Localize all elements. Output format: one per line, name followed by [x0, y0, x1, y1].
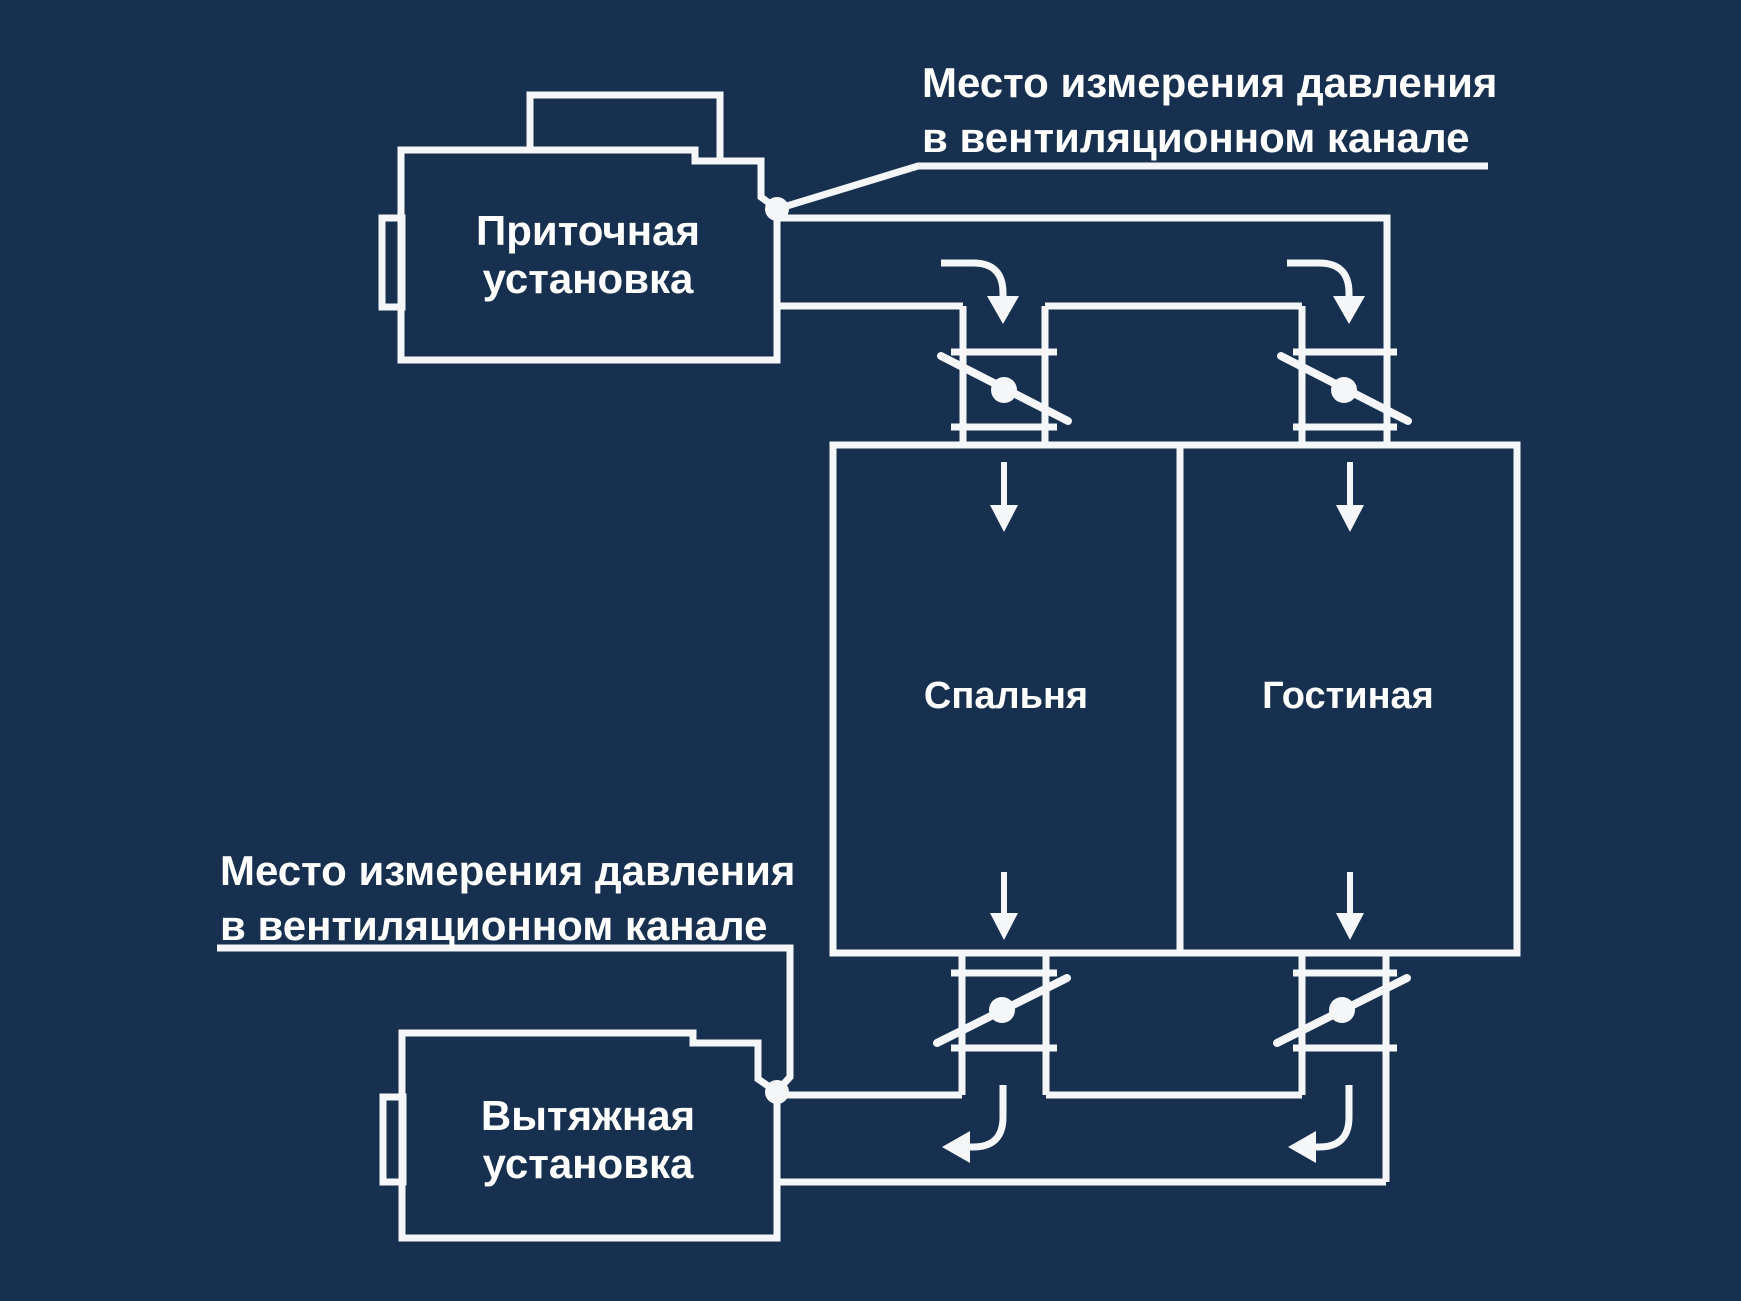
supply-valve-living-room — [1277, 348, 1412, 431]
exhaust-annotation-leader-line — [217, 944, 794, 1093]
pressure-measure-annotation-supply: Место измерения давления в вентиляционно… — [765, 59, 1497, 221]
supply-branch-channels — [959, 306, 1306, 445]
exhaust-airflow-arrow-bedroom — [942, 1085, 1007, 1163]
supply-valve-bedroom — [937, 348, 1072, 431]
airflow-arrowhead-icon — [1336, 505, 1364, 532]
supply-annotation-leader-line — [775, 162, 1488, 213]
bedroom-outflow-arrow — [990, 872, 1018, 940]
bedroom-label: Спальня — [924, 675, 1088, 717]
supply-unit-label-line2: установка — [483, 255, 694, 302]
exhaust-branch-channels — [958, 953, 1390, 1182]
valve-flanges — [1293, 348, 1397, 431]
supply-unit: Приточная установка — [378, 91, 781, 364]
supply-unit-top-module — [526, 91, 724, 160]
valve-axis-dot — [991, 377, 1017, 403]
exhaust-measurement-point-dot — [765, 1080, 789, 1104]
exhaust-annotation-line1: Место измерения давления — [220, 847, 795, 894]
supply-duct — [777, 214, 1391, 445]
exhaust-annotation-line2: в вентиляционном канале — [220, 902, 768, 949]
living-room-inflow-arrow — [1336, 462, 1364, 532]
exhaust-unit-box — [398, 1029, 781, 1242]
airflow-arrow-icon — [969, 1085, 1007, 1151]
valve-flanges — [951, 348, 1057, 431]
pressure-measure-annotation-exhaust: Место измерения давления в вентиляционно… — [217, 847, 795, 1093]
supply-airflow-arrow-living-room — [1287, 259, 1365, 324]
living-room-label: Гостиная — [1262, 675, 1434, 717]
exhaust-duct — [777, 953, 1390, 1186]
valve-axis-dot — [989, 997, 1015, 1023]
airflow-arrow-icon — [1287, 259, 1353, 297]
rooms: Спальня Гостиная — [829, 441, 1521, 957]
exhaust-airflow-arrow-living-room — [1288, 1085, 1353, 1163]
supply-annotation-line2: в вентиляционном канале — [922, 114, 1470, 161]
supply-unit-box — [397, 146, 781, 364]
supply-unit-label-line1: Приточная — [476, 207, 700, 254]
airflow-arrowhead-icon — [942, 1131, 970, 1163]
exhaust-unit-label-line2: установка — [483, 1140, 694, 1187]
living-room-outflow-arrow — [1336, 872, 1364, 940]
airflow-arrowhead-icon — [1336, 913, 1364, 940]
supply-annotation-line1: Место измерения давления — [922, 59, 1497, 106]
valve-axis-dot — [1329, 997, 1355, 1023]
supply-measurement-point-dot — [765, 197, 789, 221]
supply-airflow-arrow-bedroom — [941, 259, 1019, 324]
supply-duct-top-line — [777, 214, 1391, 445]
airflow-arrowhead-icon — [1288, 1131, 1316, 1163]
valve-flanges — [1293, 969, 1397, 1052]
airflow-arrow-icon — [1315, 1085, 1353, 1151]
rooms-outline — [829, 441, 1521, 957]
exhaust-unit: Вытяжная установка — [379, 1029, 789, 1242]
valve-axis-dot — [1331, 377, 1357, 403]
valve-flanges — [951, 969, 1057, 1052]
airflow-arrowhead-icon — [990, 913, 1018, 940]
bedroom-inflow-arrow — [990, 462, 1018, 532]
exhaust-unit-label-line1: Вытяжная — [481, 1092, 695, 1139]
airflow-arrowhead-icon — [987, 296, 1019, 324]
airflow-arrow-icon — [941, 259, 1007, 297]
airflow-arrowhead-icon — [990, 505, 1018, 532]
airflow-arrowhead-icon — [1333, 296, 1365, 324]
